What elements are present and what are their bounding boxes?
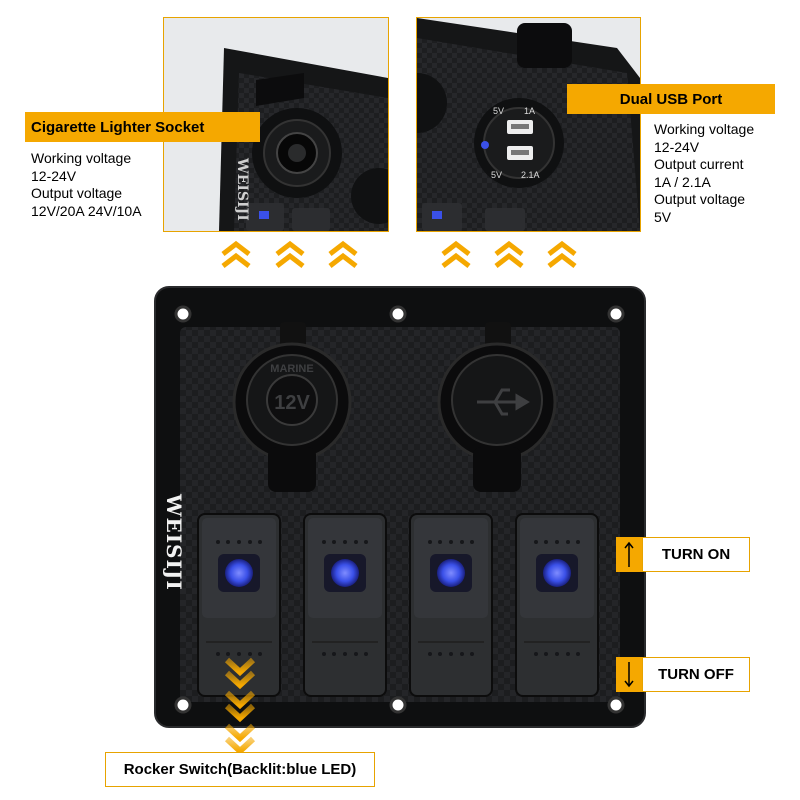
spec-line: 5V (654, 208, 672, 225)
usb-marking: 2.1A (521, 170, 540, 180)
turn-off-label: TURN OFF (642, 657, 750, 692)
turn-off-indicator (616, 657, 642, 692)
rocker-switch[interactable] (303, 513, 387, 697)
brand-text-closeup: WEISIJI (234, 157, 250, 221)
arrow-up-icon (624, 541, 634, 567)
rocker-switch-label: Rocker Switch(Backlit:blue LED) (105, 752, 375, 787)
chevron-up-icon (547, 240, 577, 268)
rocker-switch[interactable] (409, 513, 493, 697)
chevron-up-icon (328, 240, 358, 268)
spec-line: Output voltage (31, 185, 123, 201)
up-chevrons (221, 240, 577, 268)
usb-marking: 5V (493, 106, 504, 116)
cigarette-socket-photo: WEISIJI (163, 17, 389, 232)
cigarette-socket-title-text: Cigarette Lighter Socket (31, 118, 205, 136)
usb-port-photo: 5V 1A 5V 2.1A (416, 17, 641, 232)
spec-line: 12-24V (654, 138, 700, 155)
socket-marking-top: MARINE (270, 363, 313, 375)
usb-marking: 1A (524, 106, 535, 116)
spec-line: Output voltage (654, 191, 746, 207)
chevron-up-icon (275, 240, 305, 268)
blue-led-icon (437, 559, 465, 587)
switch-panel: MARINE 12V WEISIJI (154, 286, 646, 728)
usb-marking: 5V (491, 170, 502, 180)
cigarette-socket-title: Cigarette Lighter Socket (25, 112, 260, 142)
rocker-switch[interactable] (515, 513, 599, 697)
turn-on-label: TURN ON (642, 537, 750, 572)
turn-on-indicator (616, 537, 642, 572)
rocker-switches (197, 513, 599, 697)
blue-led-icon (225, 559, 253, 587)
spec-line: 1A / 2.1A (654, 173, 711, 190)
blue-led-icon (331, 559, 359, 587)
turn-off-text: TURN OFF (658, 666, 734, 683)
chevron-up-icon (441, 240, 471, 268)
cigarette-socket-closeup: WEISIJI (164, 18, 388, 231)
rocker-switch-text: Rocker Switch(Backlit:blue LED) (123, 761, 357, 778)
usb-socket (437, 322, 557, 492)
arrow-down-icon (624, 662, 634, 688)
spec-line: Output current (654, 156, 744, 172)
turn-on-text: TURN ON (661, 546, 731, 563)
rocker-switch[interactable] (197, 513, 281, 697)
usb-port-closeup: 5V 1A 5V 2.1A (417, 18, 640, 231)
chevron-up-icon (221, 240, 251, 268)
brand-text: WEISIJI (162, 493, 186, 591)
blue-led-icon (543, 559, 571, 587)
cigarette-socket-specs: Working voltage 12-24V Output voltage 12… (31, 150, 142, 220)
spec-line: Working voltage (31, 150, 132, 166)
usb-port-title: Dual USB Port (567, 84, 775, 114)
down-chevrons (224, 657, 256, 756)
spec-line: 12V/20A 24V/10A (31, 202, 142, 219)
chevron-up-icon (494, 240, 524, 268)
socket-marking-center: 12V (274, 392, 310, 414)
chevron-down-icon (224, 657, 256, 690)
chevron-down-icon (224, 690, 256, 723)
cigarette-socket: MARINE 12V (232, 322, 352, 492)
usb-port-title-text: Dual USB Port (619, 90, 723, 108)
spec-line: 12-24V (31, 167, 77, 184)
spec-line: Working voltage (654, 121, 755, 137)
usb-icon (477, 388, 530, 416)
usb-port-specs: Working voltage 12-24V Output current 1A… (654, 121, 754, 226)
chevron-down-icon (224, 723, 256, 756)
mounting-holes (174, 305, 625, 714)
